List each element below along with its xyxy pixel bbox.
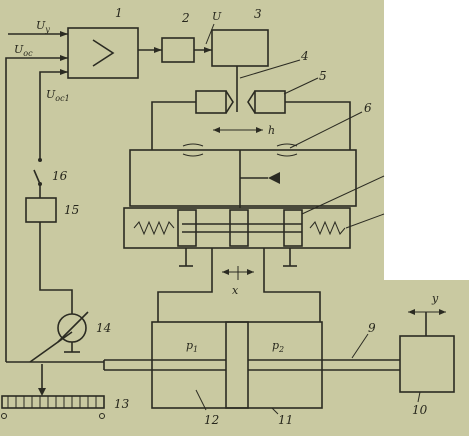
switch-16 bbox=[33, 158, 42, 198]
arrow-uoc1 bbox=[60, 69, 68, 75]
label-12: 12 bbox=[204, 413, 219, 427]
label-u: U bbox=[212, 10, 222, 23]
label-x: x bbox=[232, 284, 239, 297]
leader-12 bbox=[195, 389, 207, 411]
terminal-left bbox=[1, 413, 7, 419]
label-y: y bbox=[431, 292, 439, 305]
load-block-10 bbox=[399, 335, 455, 393]
label-14: 14 bbox=[96, 321, 111, 335]
arrow-h-left bbox=[213, 127, 220, 133]
line-to-cylinder-right bbox=[263, 248, 321, 322]
wiper-arrow bbox=[38, 388, 46, 396]
leader-8 bbox=[345, 213, 385, 229]
label-3: 3 bbox=[254, 7, 262, 21]
label-11: 11 bbox=[278, 413, 293, 427]
feedback-uoc1-line bbox=[39, 71, 68, 160]
terminal-right bbox=[99, 413, 105, 419]
label-1: 1 bbox=[115, 6, 123, 20]
label-4: 4 bbox=[300, 49, 309, 63]
arrow-x-right bbox=[247, 269, 254, 275]
feedback-uoc-line bbox=[5, 57, 68, 362]
label-16: 16 bbox=[52, 169, 68, 183]
label-uy: Uy bbox=[36, 19, 50, 34]
spool-land-center bbox=[229, 209, 249, 247]
label-uoc1: Uoc1 bbox=[46, 88, 70, 103]
leader-11 bbox=[271, 407, 279, 415]
valve-triangle bbox=[268, 172, 280, 184]
spool-land-left bbox=[177, 209, 197, 247]
label-15: 15 bbox=[64, 203, 79, 217]
arrow-uoc bbox=[60, 55, 68, 61]
label-p2: p2 bbox=[272, 339, 284, 354]
arrow-2-3 bbox=[204, 47, 212, 53]
spool-land-right bbox=[283, 209, 303, 247]
arrow-y-left bbox=[408, 309, 415, 315]
block-15 bbox=[25, 197, 57, 223]
nozzle-chamber-6 bbox=[129, 149, 357, 207]
label-5: 5 bbox=[319, 69, 327, 83]
amplifier-block bbox=[67, 27, 139, 79]
leader-5 bbox=[283, 77, 319, 95]
potentiometer-13 bbox=[1, 395, 105, 409]
label-h: h bbox=[268, 124, 275, 137]
leader-9 bbox=[351, 333, 369, 359]
label-uoc: Uoc bbox=[14, 43, 33, 58]
label-p1: p1 bbox=[186, 339, 198, 354]
leader-10 bbox=[417, 391, 421, 403]
leader-6 bbox=[289, 111, 363, 149]
drain-right bbox=[283, 248, 297, 267]
block-3-torque-motor bbox=[211, 29, 269, 67]
line-to-cylinder-left bbox=[157, 248, 213, 322]
tacho-lead bbox=[39, 222, 73, 314]
label-10: 10 bbox=[412, 403, 428, 417]
nozzle-line-right bbox=[285, 101, 351, 150]
tacho-drive-line bbox=[29, 331, 73, 363]
arrow-h-right bbox=[256, 127, 263, 133]
leader-4 bbox=[239, 59, 301, 79]
arrow-x-left bbox=[222, 269, 229, 275]
arrow-y-right bbox=[439, 309, 446, 315]
nozzle-line-left bbox=[151, 101, 196, 150]
throttle-left bbox=[182, 143, 204, 157]
piston-12 bbox=[225, 321, 249, 409]
potentiometer-hatch bbox=[7, 396, 97, 408]
spring-right bbox=[309, 220, 346, 236]
spring-left bbox=[133, 220, 175, 236]
leader-u bbox=[205, 23, 215, 45]
label-13: 13 bbox=[114, 397, 130, 411]
label-6: 6 bbox=[364, 101, 372, 115]
paper-lower-extension bbox=[384, 280, 469, 436]
leader-7 bbox=[301, 175, 385, 215]
spool-valve-body bbox=[123, 207, 351, 249]
label-9: 9 bbox=[368, 321, 376, 335]
arrow-1-2 bbox=[154, 47, 162, 53]
drain-left bbox=[179, 248, 193, 267]
arrow-uy bbox=[60, 31, 68, 37]
label-2: 2 bbox=[181, 11, 190, 25]
tacho-diagonal bbox=[57, 311, 89, 343]
